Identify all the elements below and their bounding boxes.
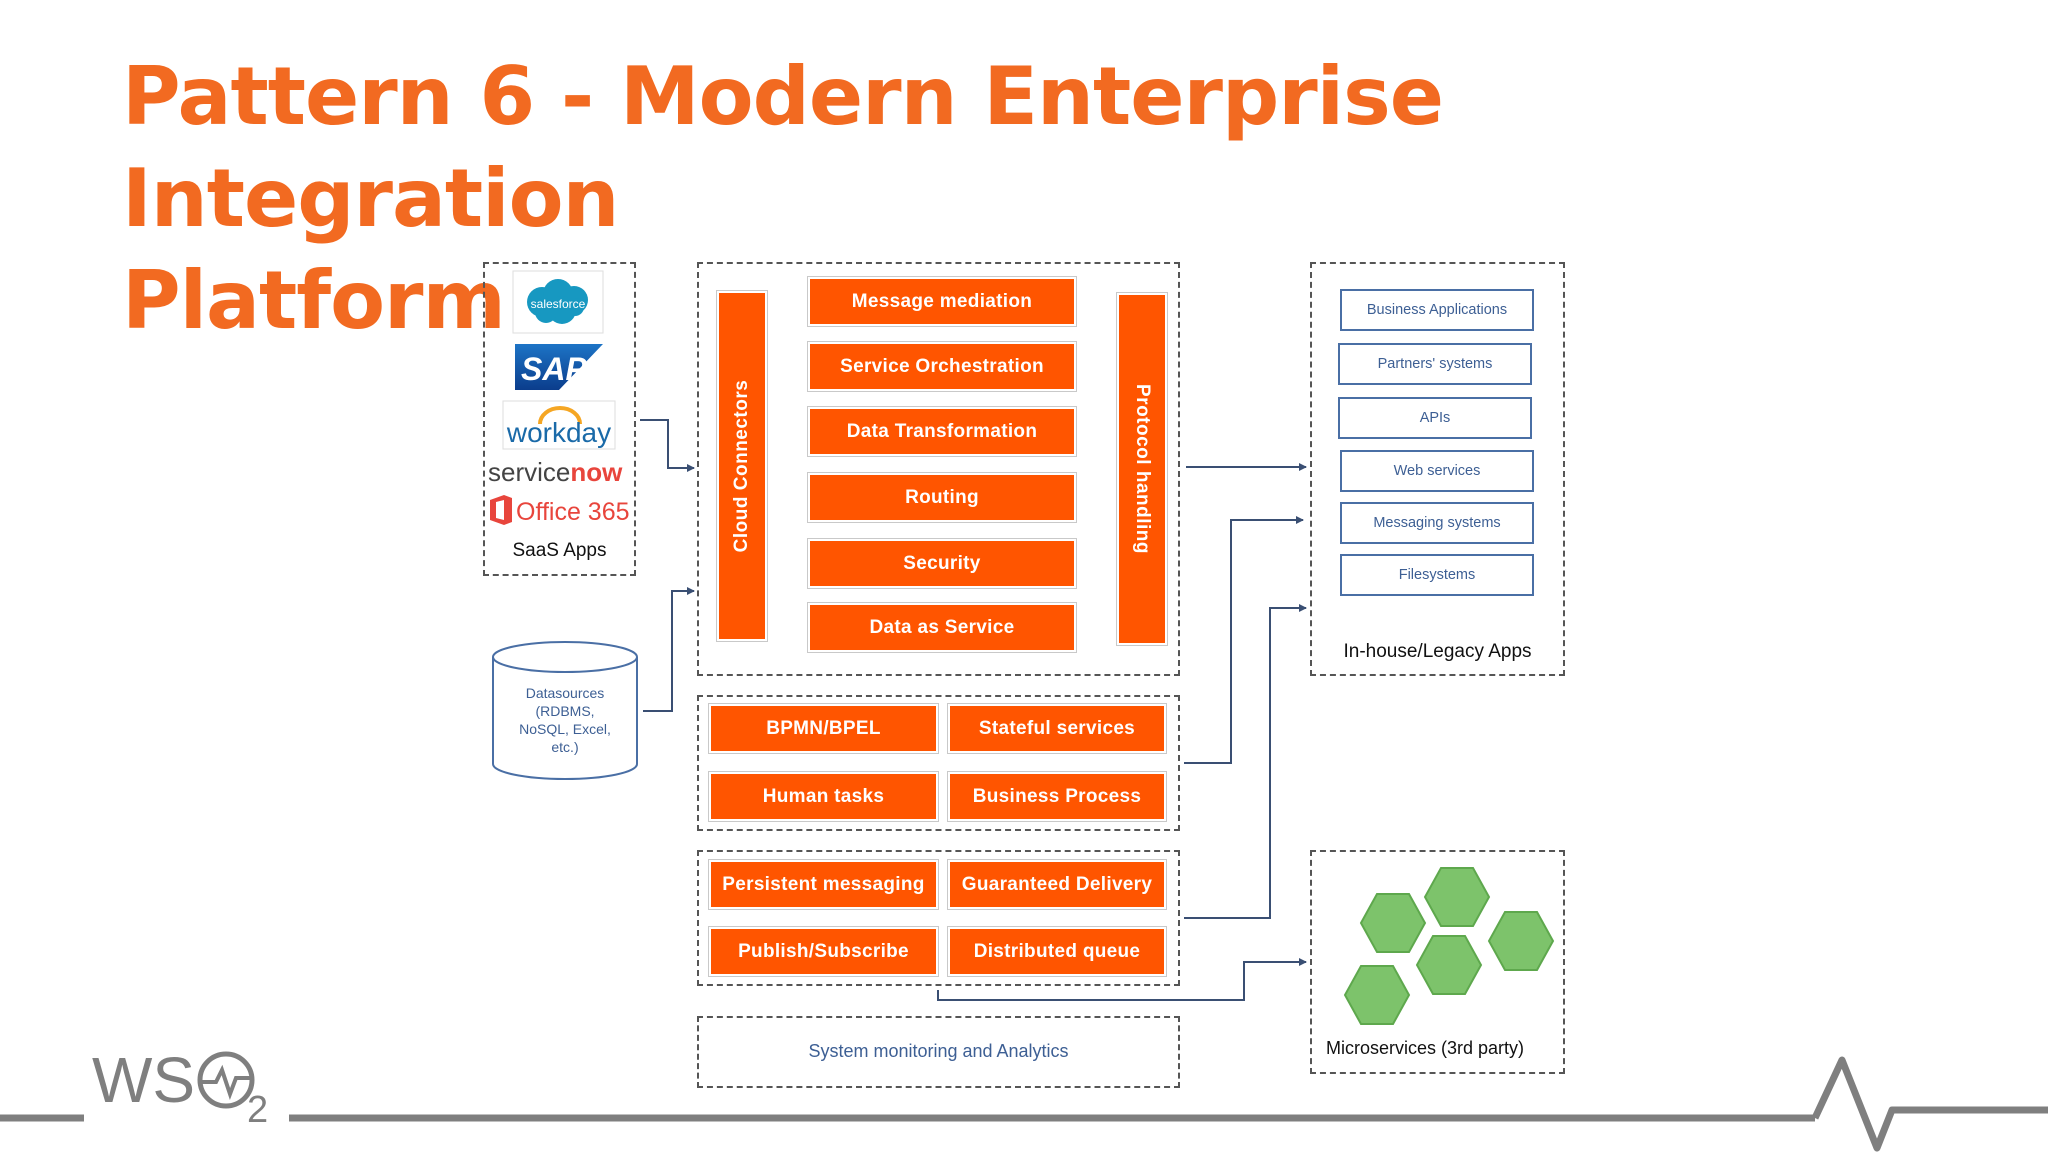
slide-title-line-1: Pattern 6 - Modern Enterprise Integratio… xyxy=(122,50,1444,245)
salesforce-logo-text: salesforce xyxy=(531,297,586,311)
hexagon-icon xyxy=(1343,965,1411,1025)
datasources-line-1: Datasources xyxy=(525,685,605,701)
pulse-line-icon xyxy=(1811,1056,2048,1152)
messaging-box xyxy=(697,850,1180,986)
datasources-line-4: etc.) xyxy=(551,739,579,755)
microservices-caption: Microservices (3rd party) xyxy=(1325,1038,1525,1058)
datasources-cylinder xyxy=(490,640,640,782)
office365-logo: Office 365 xyxy=(486,492,631,528)
messaging-systems-item: Messaging systems xyxy=(1340,502,1534,544)
distributed-queue-block: Distributed queue xyxy=(950,929,1164,974)
datasources-line-2: (RDBMS, xyxy=(535,703,595,719)
service-orchestration-block: Service Orchestration xyxy=(810,344,1074,389)
slide-title-line-2: Platform xyxy=(122,254,506,347)
inhouse-apps-caption: In-house/Legacy Apps xyxy=(1343,641,1532,662)
business-applications-item: Business Applications xyxy=(1340,289,1534,331)
filesystems-item: Filesystems xyxy=(1340,554,1534,596)
salesforce-logo: salesforce xyxy=(512,270,604,334)
persistent-messaging-block: Persistent messaging xyxy=(711,862,936,907)
publish-subscribe-block: Publish/Subscribe xyxy=(711,929,936,974)
human-tasks-block: Human tasks xyxy=(711,774,936,819)
slide-title: Pattern 6 - Modern Enterprise Integratio… xyxy=(122,46,1922,352)
workday-logo-text: workday xyxy=(506,417,611,448)
office365-logo-text: Office 365 xyxy=(516,498,630,526)
routing-block: Routing xyxy=(810,475,1074,520)
security-block: Security xyxy=(810,541,1074,586)
guaranteed-delivery-block: Guaranteed Delivery xyxy=(950,862,1164,907)
hexagon-icon xyxy=(1415,935,1483,995)
servicenow-logo-text-a: service xyxy=(488,457,570,487)
servicenow-logo: servicenow xyxy=(486,455,631,489)
partners-systems-item: Partners' systems xyxy=(1338,343,1532,385)
data-as-service-block: Data as Service xyxy=(810,605,1074,650)
business-process-box xyxy=(697,695,1180,831)
svg-text:servicenow: servicenow xyxy=(488,457,623,487)
servicenow-logo-text-b: now xyxy=(570,457,623,487)
cloud-connectors-bar: Cloud Connectors xyxy=(719,293,765,639)
microservices-hexagons xyxy=(1340,860,1570,1030)
microservices-box xyxy=(1310,850,1565,1074)
data-transformation-block: Data Transformation xyxy=(810,409,1074,454)
sap-logo: SAP xyxy=(515,344,603,390)
workday-logo: workday xyxy=(502,400,616,450)
datasources-label: Datasources (RDBMS, NoSQL, Excel, etc.) xyxy=(490,684,640,756)
esb-core-box xyxy=(697,262,1180,676)
bpmn-bpel-block: BPMN/BPEL xyxy=(711,706,936,751)
process-to-inhouse-connector xyxy=(1184,516,1304,764)
saas-apps-caption: SaaS Apps xyxy=(512,540,607,561)
messaging-to-inhouse-connector xyxy=(1184,604,1307,919)
messaging-to-microservices-connector xyxy=(937,958,1307,1001)
monitoring-box xyxy=(697,1016,1180,1088)
web-services-item: Web services xyxy=(1340,450,1534,492)
saas-apps-box xyxy=(483,262,636,576)
hexagon-icon xyxy=(1423,867,1491,927)
sap-logo-text: SAP xyxy=(521,351,587,387)
datasources-to-esb-connector xyxy=(643,587,695,712)
datasources-line-3: NoSQL, Excel, xyxy=(519,721,611,737)
apis-item: APIs xyxy=(1338,397,1532,439)
wso2-logo: WS 2 xyxy=(92,1040,282,1131)
hexagon-icon xyxy=(1487,911,1555,971)
saas-to-esb-connector xyxy=(640,419,695,472)
protocol-handling-bar: Protocol handling xyxy=(1119,295,1165,643)
wso2-logo-text: WS xyxy=(92,1044,195,1116)
business-process-block: Business Process xyxy=(950,774,1164,819)
message-mediation-block: Message mediation xyxy=(810,279,1074,324)
wso2-logo-o-icon xyxy=(197,1051,255,1109)
inhouse-apps-box xyxy=(1310,262,1565,676)
wso2-logo-subscript: 2 xyxy=(247,1089,268,1130)
stateful-services-block: Stateful services xyxy=(950,706,1164,751)
monitoring-label: System monitoring and Analytics xyxy=(808,1041,1069,1061)
hexagon-icon xyxy=(1359,893,1427,953)
